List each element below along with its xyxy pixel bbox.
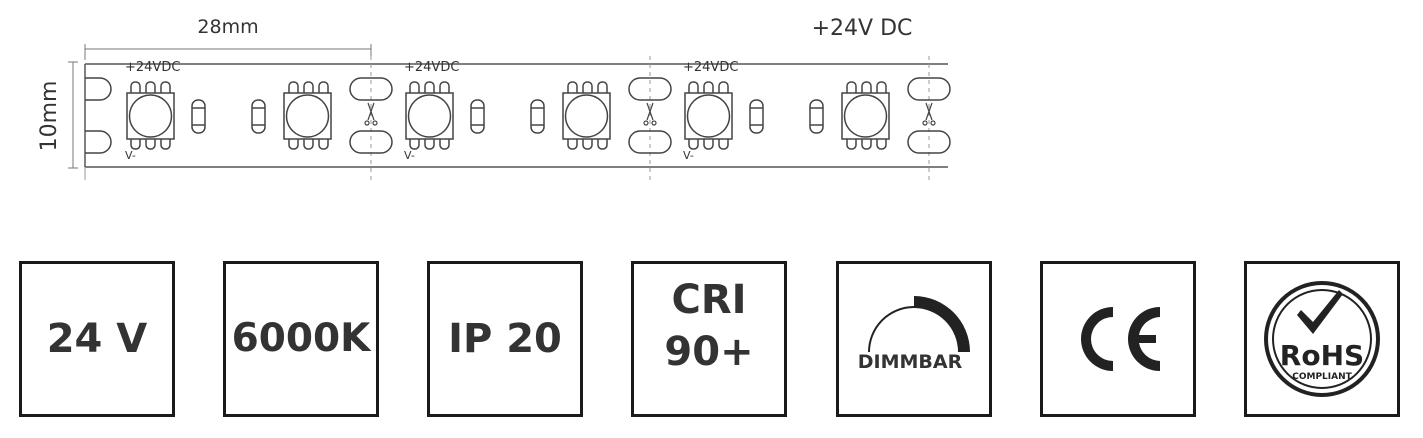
- segment-2: [405, 77, 672, 154]
- pitch-label: 28mm: [197, 16, 258, 38]
- feature-box-color-temperature: 6000K: [223, 261, 379, 417]
- dimmable-icon: DIMMBAR: [858, 296, 970, 373]
- pitch-dimension: 28mm: [84, 16, 372, 60]
- left-end-pads: [85, 77, 112, 154]
- color-temperature-spec: 6000K: [231, 315, 371, 361]
- rohs-badge: RoHS COMPLIANT: [1264, 281, 1380, 397]
- strip-outline: [84, 63, 948, 168]
- segment-plus-label: +24VDC: [404, 60, 459, 75]
- cut-lines: [370, 56, 930, 182]
- rohs-sub-label: COMPLIANT: [1292, 372, 1352, 382]
- cri-value: 90+: [664, 329, 754, 375]
- segment-3: [684, 77, 951, 154]
- feature-box-ce: [1040, 261, 1196, 417]
- segment-1: [126, 77, 393, 154]
- segment-plus-label: +24VDC: [125, 60, 180, 75]
- segment-minus-label: V-: [683, 149, 694, 162]
- segment-minus-label: V-: [125, 149, 136, 162]
- ce-mark-icon: [1081, 307, 1160, 371]
- feature-box-rohs: RoHS COMPLIANT: [1244, 261, 1400, 417]
- led-strip-diagram: 28mm 10mm +24V DC: [37, 16, 951, 182]
- width-dimension: 10mm: [37, 61, 78, 169]
- dimmable-label: DIMMBAR: [858, 351, 963, 373]
- rohs-check-icon: [1297, 290, 1343, 334]
- segment-plus-label: +24VDC: [683, 60, 738, 75]
- feature-box-voltage: 24 V: [19, 261, 175, 417]
- voltage-spec: 24 V: [46, 316, 148, 362]
- segment-minus-label: V-: [404, 149, 415, 162]
- ip-rating-spec: IP 20: [448, 316, 562, 362]
- cri-label: CRI: [671, 277, 747, 323]
- rohs-label: RoHS: [1280, 339, 1364, 372]
- width-label: 10mm: [37, 81, 62, 152]
- voltage-header: +24V DC: [812, 16, 913, 41]
- feature-box-cri: CRI 90+: [631, 261, 787, 417]
- feature-box-dimmable: DIMMBAR: [836, 261, 992, 417]
- feature-box-ip-rating: IP 20: [427, 261, 583, 417]
